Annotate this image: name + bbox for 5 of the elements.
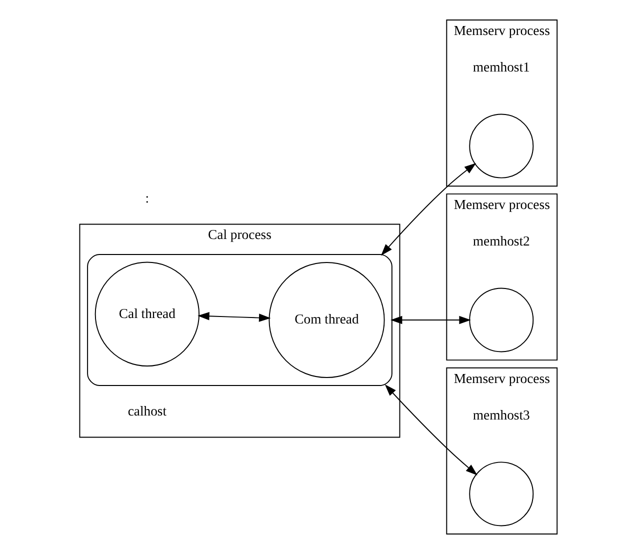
label: : xyxy=(144,190,149,206)
node-label: memhost2 xyxy=(472,233,530,248)
node-label: memhost1 xyxy=(472,59,530,74)
node-label: memhost3 xyxy=(472,407,530,422)
node-label: calhost xyxy=(127,403,166,418)
